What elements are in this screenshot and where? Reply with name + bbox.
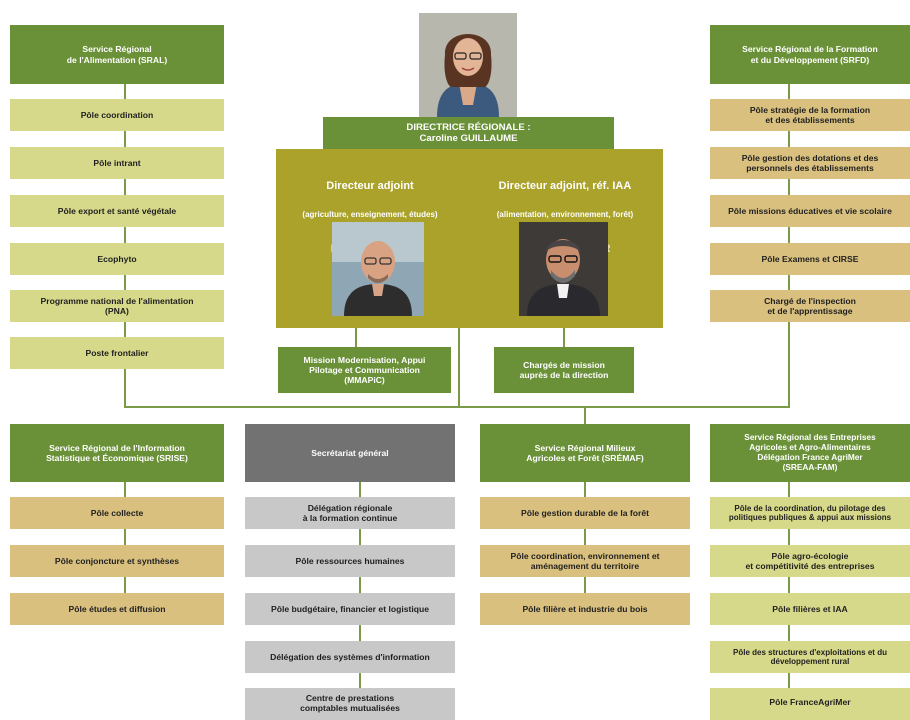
sral-head: Service Régional de l'Alimentation (SRAL… [10, 25, 224, 84]
director-title-box: DIRECTRICE RÉGIONALE : Caroline GUILLAUM… [323, 117, 614, 149]
sreaa-item: Pôle filières et IAA [710, 593, 910, 625]
sreaa-head: Service Régional des Entreprises Agricol… [710, 424, 910, 482]
srfd-head: Service Régional de la Formation et du D… [710, 25, 910, 84]
connector-center-vertical [458, 328, 460, 408]
sg-item: Centre de prestations comptables mutuali… [245, 688, 455, 720]
connector-sremaf [584, 406, 586, 424]
sreaa-item: Pôle de la coordination, du pilotage des… [710, 497, 910, 529]
deputy-left-scope: (agriculture, enseignement, études) [302, 210, 438, 219]
srise-item: Pôle études et diffusion [10, 593, 224, 625]
sral-item: Programme national de l'alimentation (PN… [10, 290, 224, 322]
mission-mmapic: Mission Modernisation, Appui Pilotage et… [278, 347, 451, 393]
sreaa-item: Pôle agro-écologie et compétitivité des … [710, 545, 910, 577]
srise-item: Pôle conjoncture et synthèses [10, 545, 224, 577]
sremaf-item: Pôle filière et industrie du bois [480, 593, 690, 625]
srise-head: Service Régional de l'Information Statis… [10, 424, 224, 482]
deputy-left-photo [332, 222, 424, 316]
connector-sreaa-list [788, 482, 790, 697]
sral-item: Pôle coordination [10, 99, 224, 131]
sg-item: Pôle ressources humaines [245, 545, 455, 577]
sral-item: Pôle intrant [10, 147, 224, 179]
deputy-left-title: Directeur adjoint [326, 180, 414, 192]
connector-sremaf-list [584, 482, 586, 602]
sg-head: Secrétariat général [245, 424, 455, 482]
srfd-item: Pôle Examens et CIRSE [710, 243, 910, 275]
connector-mmapic [355, 328, 357, 348]
director-portrait-icon [419, 13, 517, 117]
connector-srise-list [124, 482, 126, 602]
connector-horizontal-bus [124, 406, 790, 408]
srise-item: Pôle collecte [10, 497, 224, 529]
director-name: Caroline GUILLAUME [419, 133, 518, 144]
sg-item: Délégation des systèmes d'information [245, 641, 455, 673]
srfd-item: Chargé de l'inspection et de l'apprentis… [710, 290, 910, 322]
connector-charges [563, 328, 565, 348]
deputy-right-title: Directeur adjoint, réf. IAA [498, 180, 632, 192]
director-title: DIRECTRICE RÉGIONALE : [406, 121, 531, 133]
sral-item: Pôle export et santé végétale [10, 195, 224, 227]
sremaf-item: Pôle coordination, environnement et amén… [480, 545, 690, 577]
deputy-right-scope: (alimentation, environnement, forêt) [496, 210, 634, 219]
deputy-portrait-1-icon [332, 222, 424, 316]
srfd-item: Pôle missions éducatives et vie scolaire [710, 195, 910, 227]
sremaf-item: Pôle gestion durable de la forêt [480, 497, 690, 529]
srfd-item: Pôle gestion des dotations et des person… [710, 147, 910, 179]
srfd-item: Pôle stratégie de la formation et des ét… [710, 99, 910, 131]
sremaf-head: Service Régional Milieux Agricoles et Fo… [480, 424, 690, 482]
sral-item: Poste frontalier [10, 337, 224, 369]
director-photo [419, 13, 517, 117]
sg-item: Délégation régionale à la formation cont… [245, 497, 455, 529]
mission-charges: Chargés de mission auprès de la directio… [494, 347, 634, 393]
deputy-portrait-2-icon [519, 222, 608, 316]
sral-item: Ecophyto [10, 243, 224, 275]
sreaa-item: Pôle FranceAgriMer [710, 688, 910, 720]
sreaa-item: Pôle des structures d'exploitations et d… [710, 641, 910, 673]
deputy-right-photo [519, 222, 608, 316]
connector-sg-list [359, 482, 361, 692]
sg-item: Pôle budgétaire, financier et logistique [245, 593, 455, 625]
